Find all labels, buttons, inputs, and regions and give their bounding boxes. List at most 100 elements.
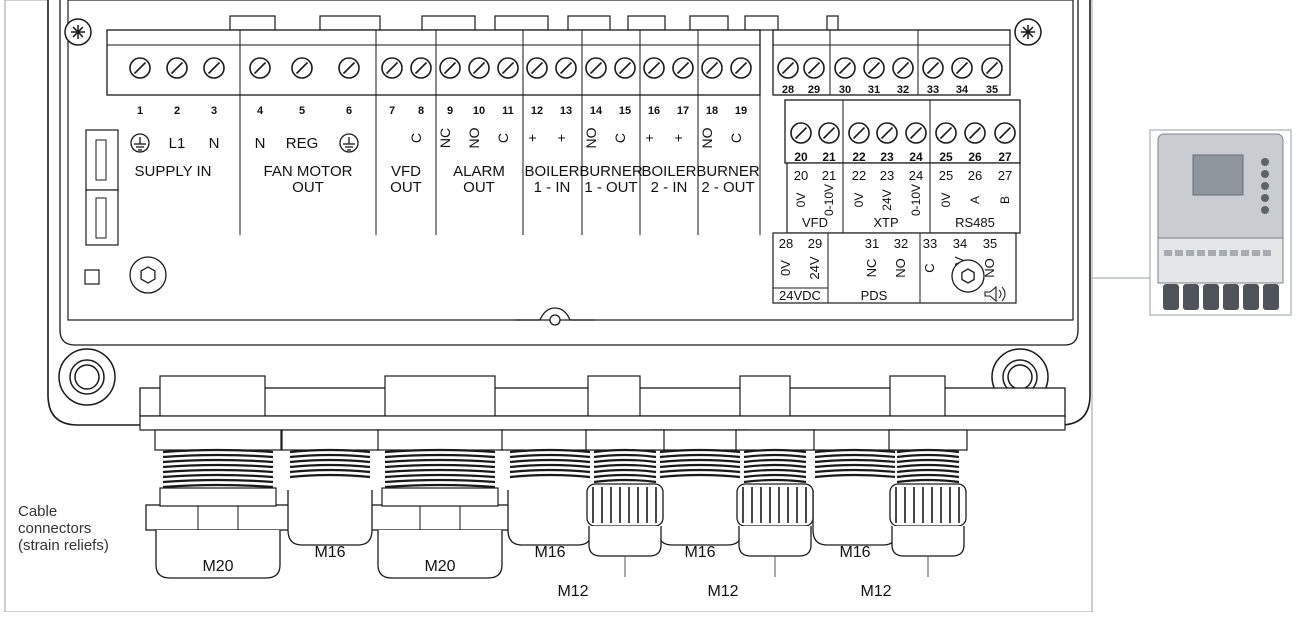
terminal-number-1: 1 xyxy=(137,105,143,117)
terminal-number-23: 23 xyxy=(880,150,894,164)
gland-thread xyxy=(289,468,371,474)
terminal-number-8: 8 xyxy=(418,105,424,117)
gland-thread xyxy=(289,473,371,479)
screw-slot xyxy=(822,126,836,140)
gland-label-M12: M12 xyxy=(707,583,738,600)
gland-label-M20: M20 xyxy=(424,558,455,575)
gland-thread xyxy=(162,458,274,464)
gland-label-M12: M12 xyxy=(860,583,891,600)
terminal-label-12: + xyxy=(524,134,540,142)
gland-thread xyxy=(162,453,274,459)
terminal-label-4: N xyxy=(255,135,266,152)
gland-thread xyxy=(659,463,741,469)
gland-label-M20: M20 xyxy=(202,558,233,575)
terminal-number-28: 28 xyxy=(782,84,794,96)
terminal-label-18: NO xyxy=(699,127,715,148)
gland-base-strip xyxy=(139,415,1066,431)
terminal-number-25: 25 xyxy=(939,150,953,164)
terminal-number-2: 2 xyxy=(174,105,180,117)
terminal-number-11: 11 xyxy=(502,105,514,117)
screw-terminal-6 xyxy=(338,57,360,79)
screw-terminal-7 xyxy=(381,57,403,79)
screw-terminal-15 xyxy=(614,57,636,79)
cable-label-line-1: Cable xyxy=(18,503,58,520)
gland-thread xyxy=(659,458,741,464)
gland-thread xyxy=(743,478,807,484)
gland-collar-M20 xyxy=(159,487,277,507)
gland-dome-M16 xyxy=(287,490,373,546)
gland-collar-M20 xyxy=(381,487,499,507)
gland-label-M16: M16 xyxy=(684,544,715,561)
top-tab xyxy=(319,15,381,31)
thumbnail-button-icon xyxy=(1261,206,1269,214)
screw-terminal-9 xyxy=(439,57,461,79)
thumbnail-terminal xyxy=(1175,250,1183,256)
gland-thread xyxy=(896,453,960,459)
signal-value-lower-3: NO xyxy=(893,258,908,278)
screw-slot xyxy=(618,61,632,75)
led-square xyxy=(84,269,100,285)
gland-thread xyxy=(896,468,960,474)
thumbnail-terminal xyxy=(1197,250,1205,256)
terminal-number-35: 35 xyxy=(986,84,998,96)
top-tab xyxy=(421,15,476,31)
gland-thread xyxy=(743,448,807,454)
gland-cap-top xyxy=(889,375,946,417)
gland-thread xyxy=(384,478,496,484)
screw-slot xyxy=(530,61,544,75)
gland-thread xyxy=(814,458,896,464)
screw-slot xyxy=(705,61,719,75)
gland-label-M16: M16 xyxy=(314,544,345,561)
screw-slot xyxy=(794,126,808,140)
gland-knurl-M12 xyxy=(736,483,814,527)
group-label-4: BOILER xyxy=(524,163,579,180)
terminal-number-12: 12 xyxy=(531,105,543,117)
screw-slot xyxy=(472,61,486,75)
group-label-6: BOILER xyxy=(641,163,696,180)
gland-thread xyxy=(162,483,274,489)
terminal-label-8: C xyxy=(408,133,424,143)
thumbnail-terminal xyxy=(1241,250,1249,256)
gland-label-M16: M16 xyxy=(534,544,565,561)
screw-terminal-12 xyxy=(526,57,548,79)
thumbnail-terminal xyxy=(1263,250,1271,256)
gland-thread xyxy=(593,453,657,459)
screw-slot xyxy=(676,61,690,75)
terminal-label-9: NC xyxy=(437,128,453,148)
signal-value-0: 0V xyxy=(794,193,808,208)
terminal-number-13: 13 xyxy=(560,105,572,117)
group-label-3: OUT xyxy=(463,179,495,196)
gland-nut xyxy=(281,429,379,451)
gland-knurl-M12 xyxy=(586,483,664,527)
terminal-number-21: 21 xyxy=(822,150,836,164)
screw-terminal-30 xyxy=(834,57,856,79)
gland-thread xyxy=(814,448,896,454)
ground-icon xyxy=(339,133,359,153)
gland-thread xyxy=(162,468,274,474)
signal-value-lower-4: C xyxy=(922,263,937,272)
gland-thread xyxy=(659,473,741,479)
screw-terminal-28 xyxy=(777,57,799,79)
screw-terminal-21 xyxy=(818,122,840,144)
top-tab xyxy=(826,15,839,31)
thumbnail-terminal xyxy=(1219,250,1227,256)
cable-gland-M12 xyxy=(888,429,968,484)
thumbnail-button-icon xyxy=(1261,170,1269,178)
gland-cap-top xyxy=(739,375,791,417)
gland-thread xyxy=(593,473,657,479)
screw-terminal-5 xyxy=(291,57,313,79)
top-tab xyxy=(494,15,549,31)
gland-thread xyxy=(659,468,741,474)
gland-nut xyxy=(376,429,504,451)
cable-label-line-2: connectors xyxy=(18,520,92,537)
signal-value-7: B xyxy=(998,196,1012,204)
gland-nut xyxy=(154,429,282,451)
gland-thread xyxy=(659,453,741,459)
group-label-1: FAN MOTOR xyxy=(264,163,353,180)
gland-thread xyxy=(743,453,807,459)
gland-thread xyxy=(814,473,896,479)
gland-thread xyxy=(509,468,591,474)
screw-slot xyxy=(501,61,515,75)
gland-nut xyxy=(585,429,665,451)
